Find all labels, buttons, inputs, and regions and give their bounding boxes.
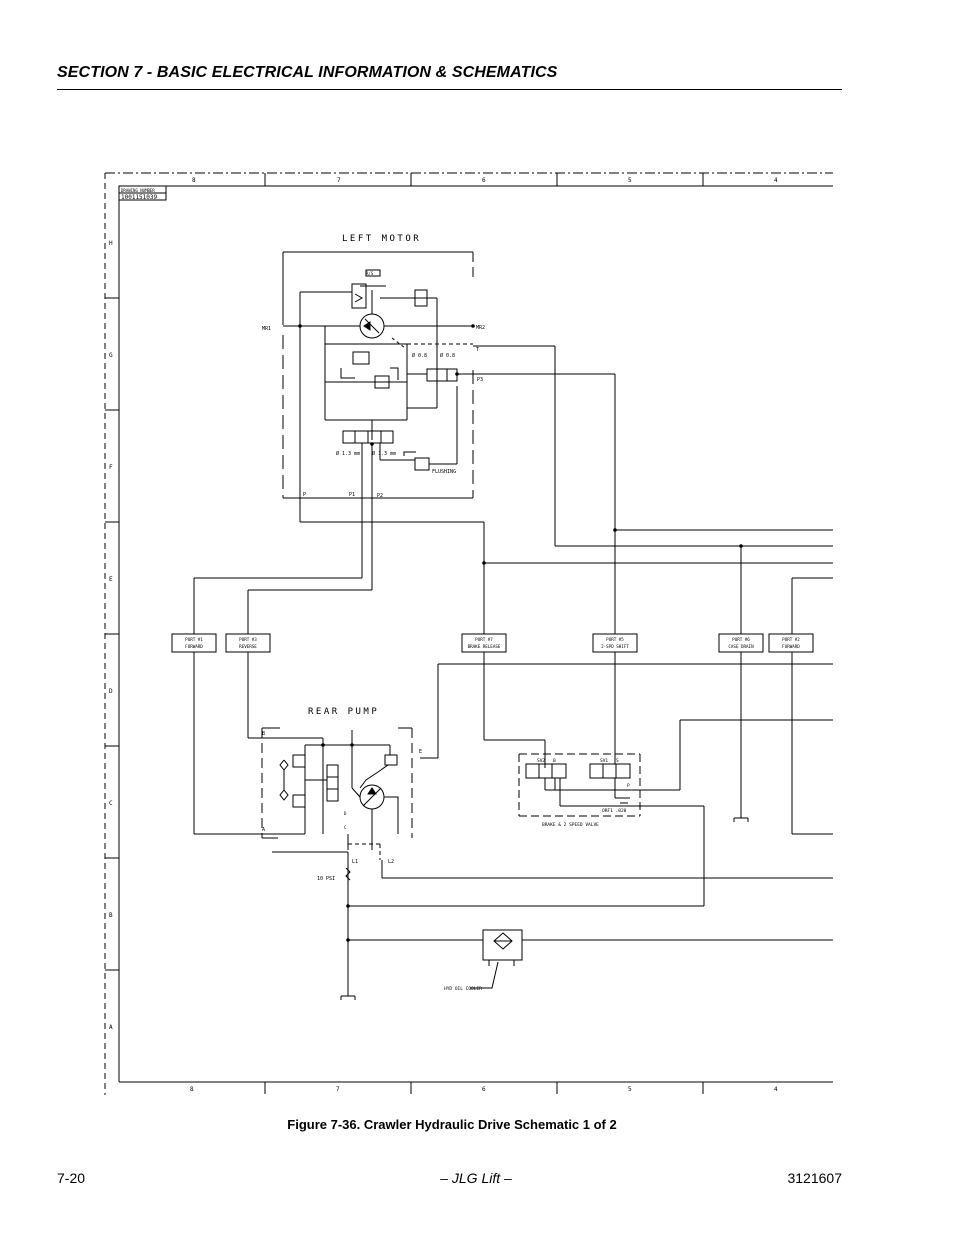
- rear-pump-title: REAR PUMP: [308, 707, 379, 717]
- port-p3-label: P3: [477, 377, 483, 383]
- footer-brand: – JLG Lift –: [440, 1170, 512, 1186]
- pump-port-a-label: A: [262, 827, 265, 833]
- port-t-label: T: [476, 347, 479, 353]
- orifice-d-label: Ø 1.3 mm: [372, 450, 396, 457]
- port-p1-label: P1: [349, 492, 355, 498]
- port-mr1-label: MR1: [262, 326, 271, 332]
- left-motor-title: LEFT MOTOR: [342, 234, 421, 244]
- orifice-orf1-label: ORF1 .020: [602, 808, 627, 814]
- brake-port-b-label: B: [553, 758, 556, 764]
- orifice-b-label: Ø 0.8: [440, 352, 455, 359]
- port-3-line2: REVERSE: [239, 644, 257, 649]
- pump-port-l1-label: L1: [352, 859, 358, 865]
- column-label-8: 8: [192, 177, 196, 184]
- footer-center: – JLG Lift –: [0, 1170, 954, 1186]
- orifice-a-label: Ø 0.8: [412, 352, 427, 359]
- drawing-number-label: DRAWING NUMBER: [121, 188, 155, 193]
- brake-port-s-label: S: [616, 758, 619, 764]
- pump-port-c-label: C: [344, 825, 347, 830]
- document-number: 3121607: [787, 1170, 842, 1186]
- row-label-f: F: [109, 464, 113, 471]
- row-label-g: G: [109, 352, 113, 359]
- row-label-a: A: [109, 1024, 113, 1031]
- drawing-number: 1001151039: [121, 194, 158, 201]
- brake-port-p-label: P: [627, 783, 630, 789]
- port-3-line1: PORT #3: [239, 637, 257, 642]
- row-label-c: C: [109, 800, 113, 807]
- port-p2-label: P2: [377, 493, 383, 499]
- page-number: 7-20: [57, 1170, 86, 1186]
- port-7-line2: BRAKE RELEASE: [468, 644, 501, 649]
- flushing-label: FLUSHING: [432, 469, 456, 475]
- port-mr2-label: MR2: [476, 325, 485, 331]
- pump-port-d-label: D: [344, 811, 347, 816]
- section-title: SECTION 7 - BASIC ELECTRICAL INFORMATION…: [57, 64, 558, 81]
- port-6-line1: PORT #6: [732, 637, 750, 642]
- row-label-h: H: [109, 240, 113, 247]
- figure-caption-text: Figure 7-36. Crawler Hydraulic Drive Sch…: [287, 1117, 617, 1132]
- pump-port-e-label: E: [419, 749, 422, 755]
- column-label-6-bottom: 6: [482, 1086, 486, 1093]
- orifice-c-label: Ø 1.3 mm: [336, 450, 360, 457]
- oil-cooler-label: HYD OIL COOLER: [444, 986, 482, 992]
- sv2-label: SV2: [537, 758, 545, 764]
- port-1-line1: PORT #1: [185, 637, 203, 642]
- left-motor-valve-tag: R/S: [366, 271, 374, 276]
- column-label-7: 7: [337, 177, 341, 184]
- sv1-label: SV1: [600, 758, 608, 764]
- pump-port-l2-label: L2: [388, 859, 394, 865]
- column-label-5: 5: [628, 177, 632, 184]
- column-label-4: 4: [774, 177, 778, 184]
- relief-valve-label: 10 PSI: [317, 876, 335, 882]
- port-7-line1: PORT #7: [475, 637, 493, 642]
- column-label-8-bottom: 8: [190, 1086, 194, 1093]
- header-rule: [57, 89, 842, 90]
- port-p-label: P: [303, 492, 306, 498]
- brake-valve-label: BRAKE & 2 SPEED VALVE: [542, 822, 599, 828]
- column-label-4-bottom: 4: [774, 1086, 778, 1093]
- port-5-line2: 2-SPD SHIFT: [601, 644, 629, 649]
- column-label-6: 6: [482, 177, 486, 184]
- column-label-7-bottom: 7: [336, 1086, 340, 1093]
- pump-port-b-label: B: [262, 731, 265, 737]
- figure-caption: Figure 7-36. Crawler Hydraulic Drive Sch…: [0, 1117, 954, 1132]
- port-1-line2: FORWARD: [185, 644, 203, 649]
- port-5-line1: PORT #5: [606, 637, 624, 642]
- row-label-b: B: [109, 912, 113, 919]
- column-label-5-bottom: 5: [628, 1086, 632, 1093]
- port-2-line2: FORWARD: [782, 644, 800, 649]
- row-label-e: E: [109, 576, 113, 583]
- row-label-d: D: [109, 688, 113, 695]
- port-6-line2: CASE DRAIN: [728, 644, 754, 649]
- port-2-line1: PORT #2: [782, 637, 800, 642]
